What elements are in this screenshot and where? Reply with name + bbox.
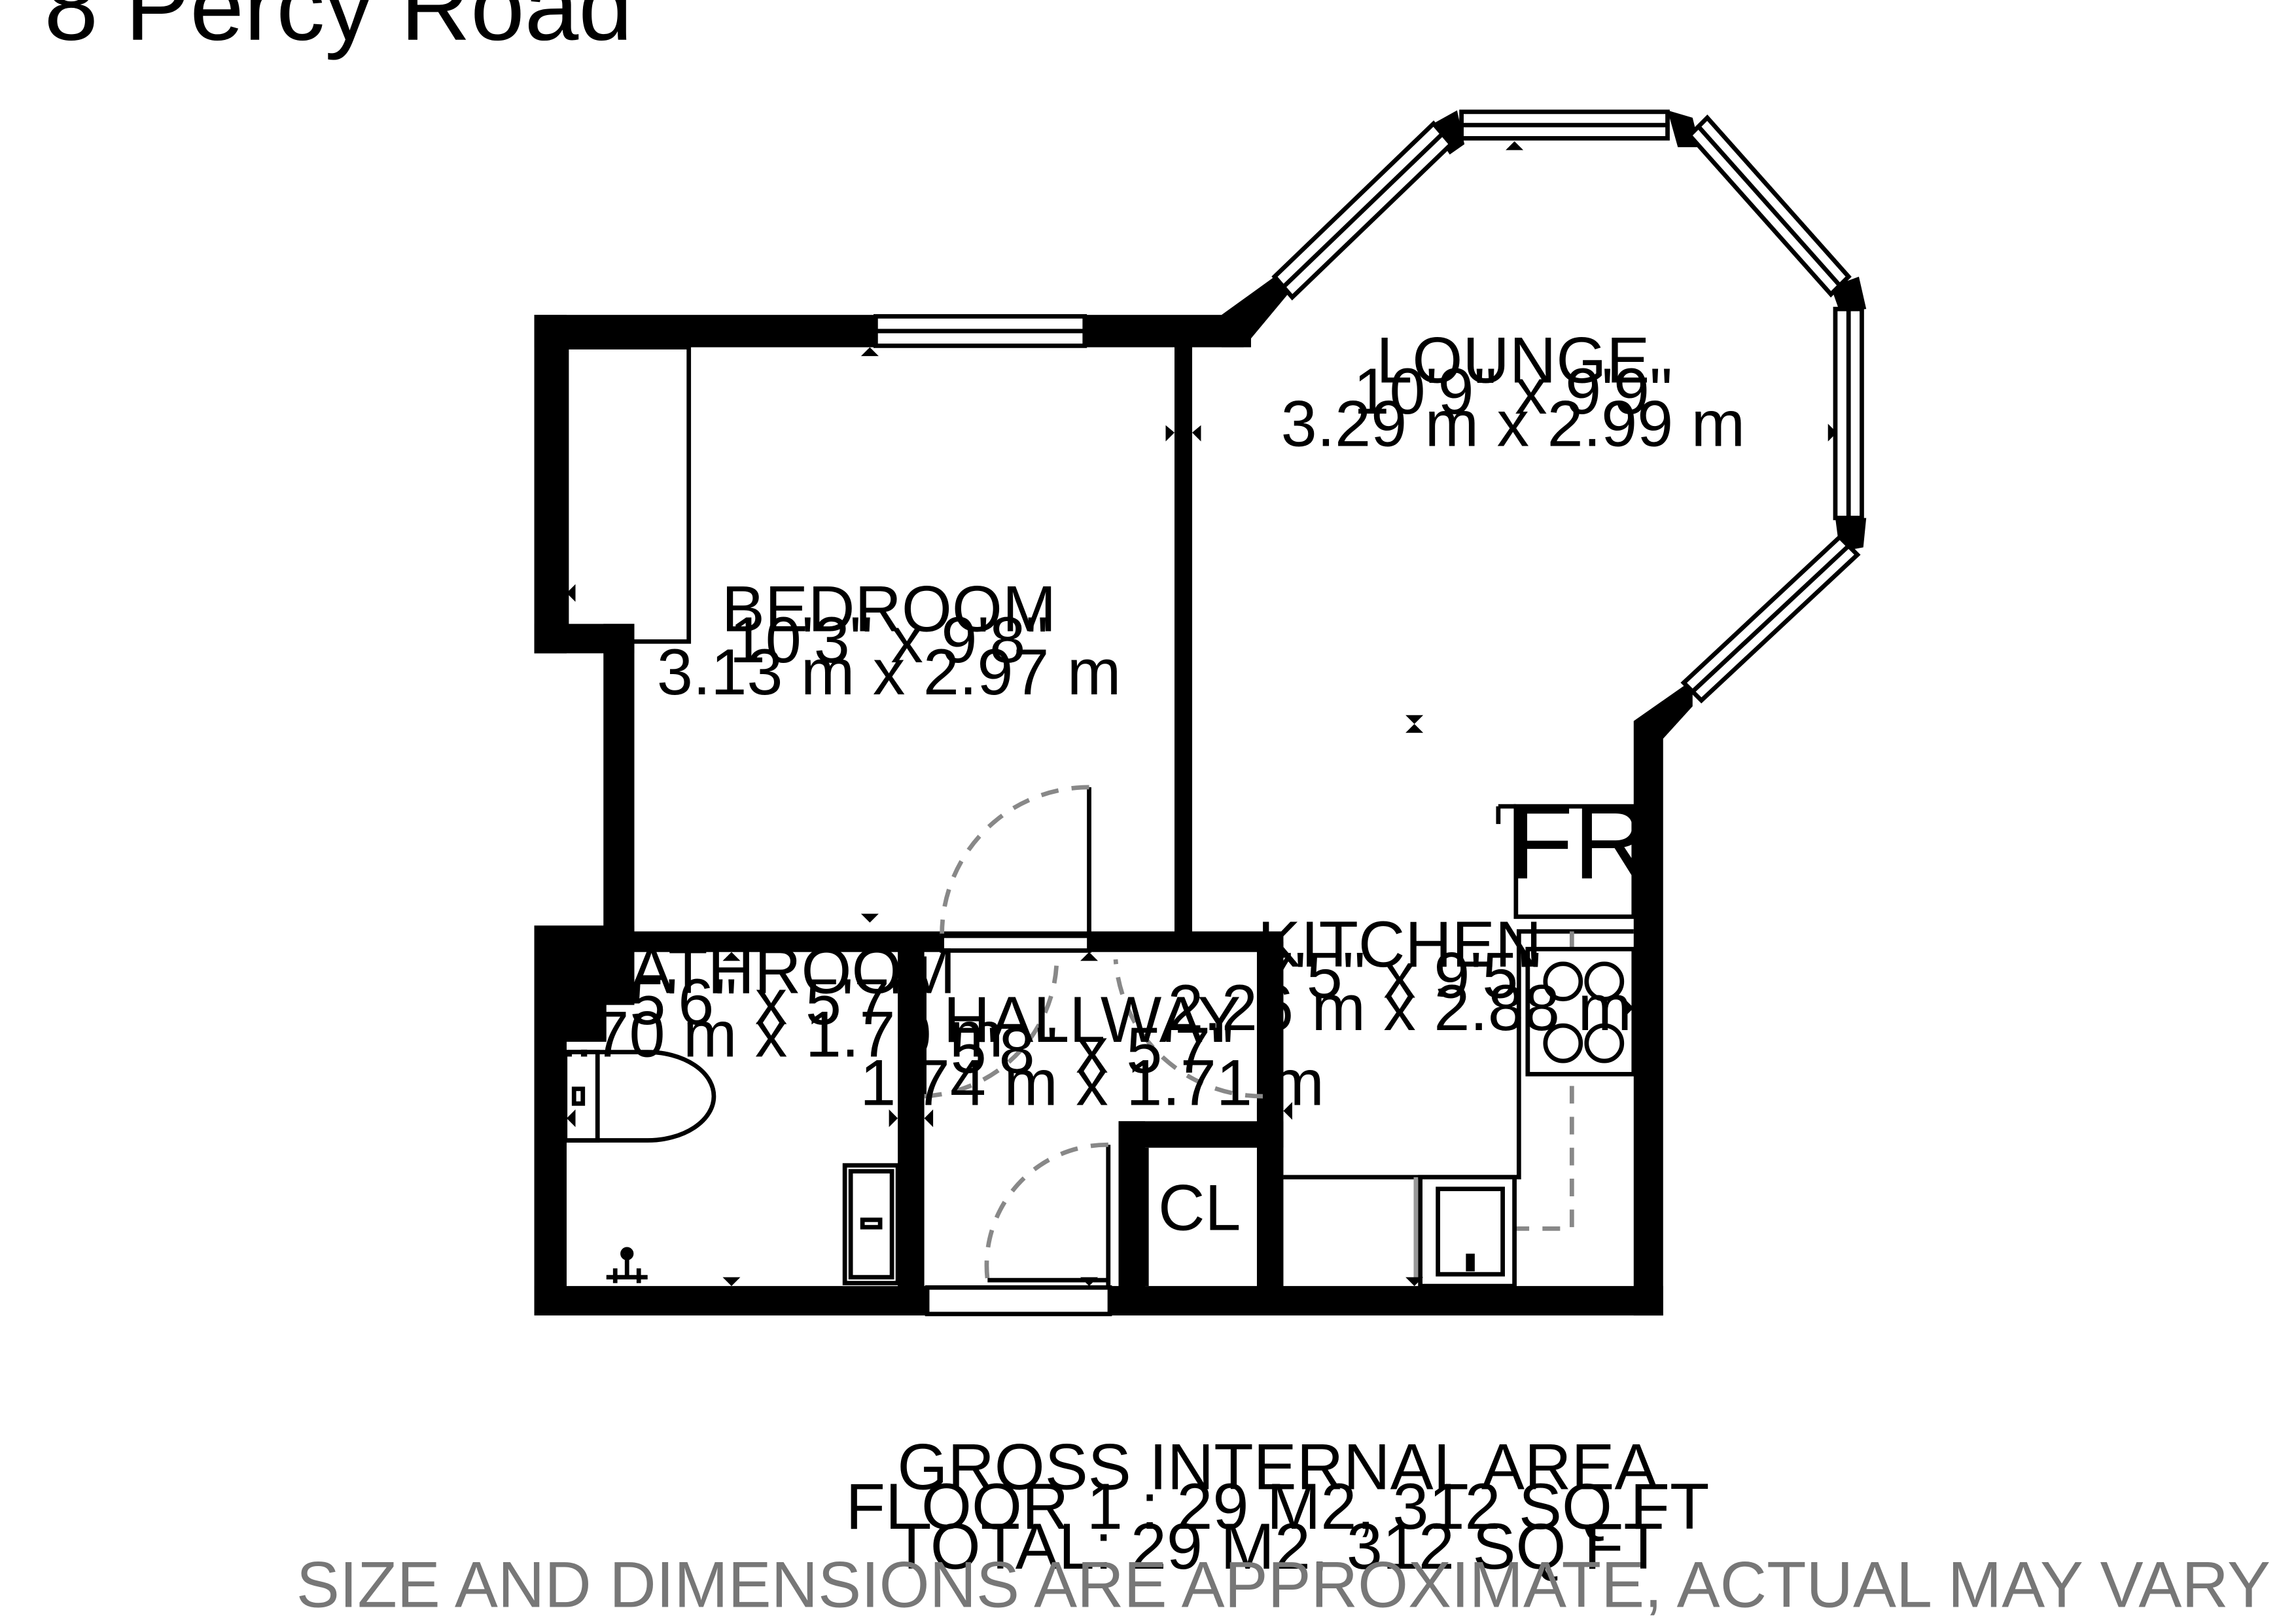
- windows: [873, 109, 1864, 1317]
- bedroom-wardrobe: [564, 345, 692, 644]
- doors: [922, 785, 1265, 1288]
- room-name: KITCHEN: [1258, 908, 1542, 980]
- area-summary: GROSS INTERNAL AREA FLOOR 1 : 29 M2, 312…: [296, 1430, 2270, 1620]
- room-name: BEDROOM: [722, 573, 1056, 645]
- entrance-opening: [925, 1285, 1112, 1317]
- lounge-window-upper-left: [1271, 120, 1455, 301]
- area-disclaimer: SIZE AND DIMENSIONS ARE APPROXIMATE, ACT…: [296, 1548, 2270, 1620]
- toilet: [563, 1050, 716, 1143]
- property-address: 8 Percy Road: [44, 0, 632, 61]
- room-dimensions-imperial: 5'6" x 5'7": [629, 965, 913, 1038]
- room-dimensions-metric: 1.74 m x 1.71 m: [860, 1046, 1324, 1119]
- room-dimensions-metric: 3.29 m x 2.99 m: [1281, 387, 1746, 459]
- room-bathroom: BATHROOM 5'6" x 5'7" 1.70 m x 1.70 m: [539, 935, 1004, 1071]
- room-dimensions-metric: 1.70 m x 1.70 m: [539, 997, 1004, 1070]
- room-dimensions-imperial: 10'3" x 9'8": [730, 603, 1049, 676]
- bathroom-basin: [842, 1163, 900, 1285]
- hob: [1525, 946, 1636, 1077]
- room-dimensions-imperial: 5'8" x 5'7": [951, 1014, 1234, 1086]
- kitchen-counter: [1283, 929, 1634, 1180]
- room-lounge: LOUNGE 10'9" x 9'9" 3.29 m x 2.99 m: [1281, 324, 1746, 460]
- area-heading: GROSS INTERNAL AREA: [897, 1430, 1657, 1503]
- cupboard-label: CL: [1158, 1171, 1241, 1244]
- room-dimensions-imperial: 10'9" x 9'9": [1353, 355, 1672, 427]
- room-name: HALLWAY: [944, 983, 1241, 1056]
- room-kitchen: KITCHEN 7'5" x 9'5" 2.26 m x 2.88 m: [1167, 908, 1632, 1044]
- shower-tap: [606, 1247, 648, 1283]
- room-dimensions-metric: 3.13 m x 2.97 m: [657, 635, 1122, 708]
- room-dimensions-metric: 2.26 m x 2.88 m: [1167, 971, 1632, 1044]
- room-bedroom: BEDROOM 10'3" x 9'8" 3.13 m x 2.97 m: [657, 573, 1122, 709]
- room-dimensions-imperial: 7'5" x 9'5": [1258, 938, 1542, 1011]
- room-name: BATHROOM: [586, 935, 955, 1007]
- lounge-window-upper-right: [1686, 114, 1852, 298]
- room-name: LOUNGE: [1376, 324, 1650, 397]
- kitchen-sink: [1418, 1175, 1517, 1289]
- lounge-window-lower-right: [1680, 533, 1861, 704]
- fridge-label: FR: [1509, 783, 1650, 901]
- fridge: FR: [1496, 783, 1650, 919]
- area-total: TOTAL: 29 M2, 312 SQ FT: [892, 1510, 1663, 1582]
- room-hallway: HALLWAY 5'8" x 5'7" 1.74 m x 1.71 m: [860, 983, 1324, 1119]
- area-floor: FLOOR 1 : 29 M2, 312 SQ FT: [845, 1470, 1709, 1543]
- measurement-markers: [567, 141, 1837, 1287]
- walls: [534, 110, 1867, 1316]
